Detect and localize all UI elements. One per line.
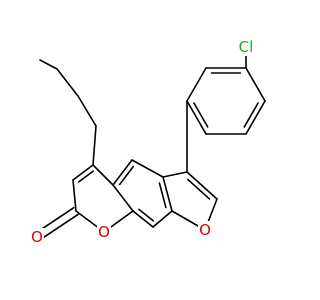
bond-f3a-c4 [131,159,164,178]
bond-inner-f7a-f3a [158,182,167,209]
atom-cl: Cl [235,38,257,56]
bond-c4a-c5 [92,164,114,186]
bond-f3a-f3 [162,171,188,178]
bond-a1-a2 [245,67,266,102]
atom-furan-o: O [198,221,212,239]
bond-a5-a6 [186,67,207,102]
atom-symbol-carbonyl-o: O [31,228,43,246]
atom-symbol-cl: Cl [239,38,254,56]
bond-inner-f3-f2 [187,178,211,200]
bond-inner-a4-a5 [193,102,209,128]
atom-ring-o: O [97,223,111,241]
atom-label-background [30,228,44,246]
bond-b2-b3 [56,68,79,97]
bond-inner-c8a-c8 [138,208,155,222]
bond-c6-c2 [72,179,77,212]
bond-c4a-c8a [112,184,134,212]
atom-label-background [198,221,212,239]
bond-c8-f7a [152,210,173,228]
bond-c5-b1 [92,125,97,166]
bond-c5-c6 [72,164,94,181]
bond-a2-a3 [245,100,266,135]
bond-inner-c4-c4a [118,165,135,186]
molecule-structure-diagram: ClO O O [30,38,266,246]
bond-c8a-c8 [132,210,154,228]
atom-symbol-furan-o: O [199,221,211,239]
atom-symbol-ring-o: O [98,223,110,241]
atom-label-background [235,38,257,56]
bond-a4-a5 [186,100,207,135]
atom-carbonyl-o: O [30,228,44,246]
bond-b1-b2 [77,95,97,127]
bond-double-c2-o-b [38,213,80,242]
atom-label-background [97,223,111,241]
bond-inner-c5-c6 [78,170,94,183]
bond-b3-b4 [39,59,58,70]
bond-c4-c4a [112,159,133,186]
bond-f7a-f3a [162,176,173,212]
bond-inner-a2-a3 [243,102,259,128]
bond-f3-f2 [186,171,218,200]
